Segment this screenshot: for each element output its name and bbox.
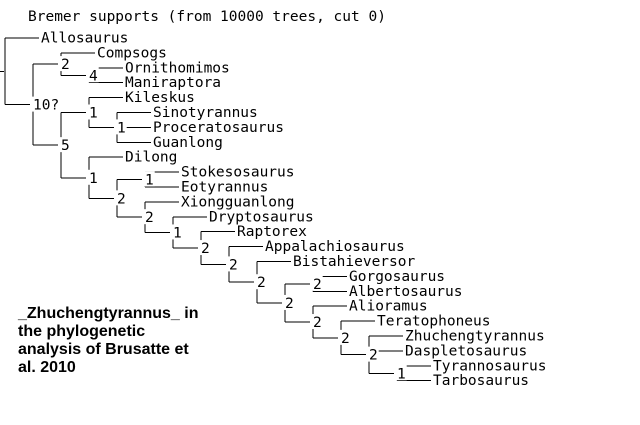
support-label-bg: [282, 294, 295, 310]
taxon-label: Appalachiosaurus: [265, 239, 405, 255]
bremer-support-value: 2: [369, 348, 378, 364]
support-label-bg: [310, 275, 323, 291]
support-label-bg: [254, 274, 267, 290]
bremer-support-value: 1: [117, 120, 126, 136]
support-label-bg: [114, 190, 127, 206]
support-label-bg: [366, 346, 379, 362]
taxon-label: Bistahieversor: [293, 254, 415, 270]
support-label-bg: [142, 171, 155, 187]
taxon-label: Tyrannosaurus: [433, 358, 547, 374]
taxon-label: Eotyrannus: [181, 180, 268, 196]
taxon-label: Daspletosaurus: [405, 343, 527, 359]
bremer-support-value: 2: [61, 57, 70, 73]
taxon-label: Alioramus: [349, 299, 428, 315]
taxon-label: Albertosaurus: [349, 284, 463, 300]
bremer-support-value: 2: [145, 210, 154, 226]
bremer-support-value: 2: [313, 315, 322, 331]
caption-line-2: the phylogenetic: [18, 323, 146, 340]
taxon-label: Maniraptora: [125, 75, 221, 91]
taxon-label: Proceratosaurus: [153, 120, 284, 136]
support-label-bg: [86, 67, 99, 83]
caption-line-1: _Zhuchengtyrannus_ in: [18, 305, 199, 322]
bremer-support-value: 1: [173, 225, 182, 241]
caption-line-3: analysis of Brusatte et: [18, 341, 189, 358]
support-label-bg: [394, 365, 407, 381]
tree-title: Bremer supports (from 10000 trees, cut 0…: [28, 9, 386, 25]
taxon-label: Ornithomimos: [125, 60, 230, 76]
caption-line-4: al. 2010: [18, 359, 76, 376]
support-label-bg: [310, 314, 323, 330]
bremer-support-value: 2: [201, 241, 210, 257]
support-label-bg: [86, 104, 99, 120]
taxon-label: Compsogs: [97, 45, 167, 61]
bremer-support-value: 1: [145, 173, 154, 189]
bremer-support-value: 5: [61, 138, 70, 154]
bremer-support-value: 2: [313, 277, 322, 293]
figure-caption: _Zhuchengtyrannus_ in the phylogenetic a…: [18, 305, 258, 377]
bremer-support-value: 4: [89, 68, 98, 84]
support-label-bg: [58, 56, 71, 72]
bremer-support-value: 2: [341, 331, 350, 347]
taxon-label: Gorgosaurus: [349, 269, 445, 285]
taxon-label: Teratophoneus: [377, 314, 491, 330]
tree-labels: Allosaurus 10? 2 Compsogs 4 OrnithomimosManir…: [30, 31, 547, 389]
taxon-label: Zhuchengtyrannus: [405, 329, 545, 345]
support-label-bg: [170, 224, 183, 240]
bremer-support-value: 2: [257, 275, 266, 291]
bremer-support-value: 1: [397, 366, 406, 382]
support-label-bg: [226, 256, 239, 272]
bremer-support-value: 2: [117, 191, 126, 207]
taxon-label: Guanlong: [153, 135, 223, 151]
taxon-label: Raptorex: [237, 224, 307, 240]
taxon-label: Dryptosaurus: [209, 209, 314, 225]
taxon-label: Tarbosaurus: [433, 373, 529, 389]
taxon-label: Stokesosaurus: [181, 165, 295, 181]
support-label-bg: [338, 329, 351, 345]
bremer-support-value: 2: [285, 296, 294, 312]
bremer-support-value: 1: [89, 171, 98, 187]
taxon-label: Sinotyrannus: [153, 105, 258, 121]
bremer-support-value: 10?: [33, 98, 59, 114]
support-label-bg: [58, 137, 71, 153]
support-label-bg: [142, 209, 155, 225]
support-label-bg: [114, 119, 127, 135]
taxon-label: Xiongguanlong: [181, 194, 295, 210]
taxon-label: Dilong: [125, 150, 177, 166]
support-label-bg: [30, 96, 61, 112]
bremer-support-value: 1: [89, 106, 98, 122]
taxon-label: Kileskus: [125, 90, 195, 106]
bremer-support-value: 2: [229, 257, 238, 273]
taxon-label: Allosaurus: [41, 31, 128, 47]
support-label-bg: [86, 169, 99, 185]
support-label-bg: [198, 240, 211, 256]
